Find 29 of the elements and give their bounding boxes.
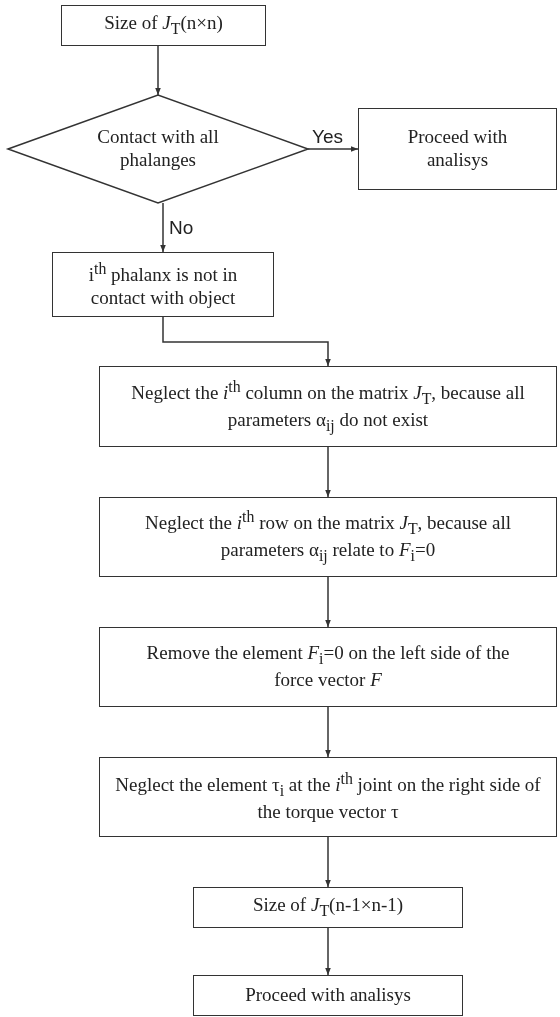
step-text: Proceed with analisys [406,126,509,172]
arrow [325,706,331,758]
edge-label: Yes [311,127,344,146]
step-text: i$^{th}$ phalanx is not in contact with object [87,259,239,310]
step-text: Neglect the i$^{th}$ column on the matrix J$_{T}$, because all parameters α$_{ij}$ do not exist [130,377,526,436]
process-box [99,497,557,577]
step-text: Neglect the element τ$_{i}$ at the i$^{th}$ joint on the right side of the torque vector τ [114,770,542,824]
process-box [99,366,557,447]
step-text: Remove the element F$_{i}$=0 on the left side of the force vector F [145,642,511,692]
process-box [358,108,557,190]
arrow [162,316,331,367]
process-box [193,887,463,928]
process-box [52,252,274,317]
process-box [99,757,557,837]
step-text: Contact with all phalanges [96,126,220,172]
step-text: Size of J$_{T}$(n×n) [103,12,224,39]
step-text: Neglect the i$^{th}$ row on the matrix J$_{T}$, because all parameters α$_{ij}$ relate to F$_{i}$=0 [144,508,512,566]
arrow [325,836,331,888]
arrow [160,202,166,253]
arrow [325,927,331,976]
step-text: Proceed with analisys [244,984,412,1007]
process-box [61,5,266,46]
process-box [99,627,557,707]
step-text: Size of J$_{T}$(n-1×n-1) [251,894,405,921]
arrow [155,45,161,96]
arrow [307,146,359,152]
process-box [193,975,463,1016]
arrow [325,576,331,628]
arrow [325,446,331,498]
